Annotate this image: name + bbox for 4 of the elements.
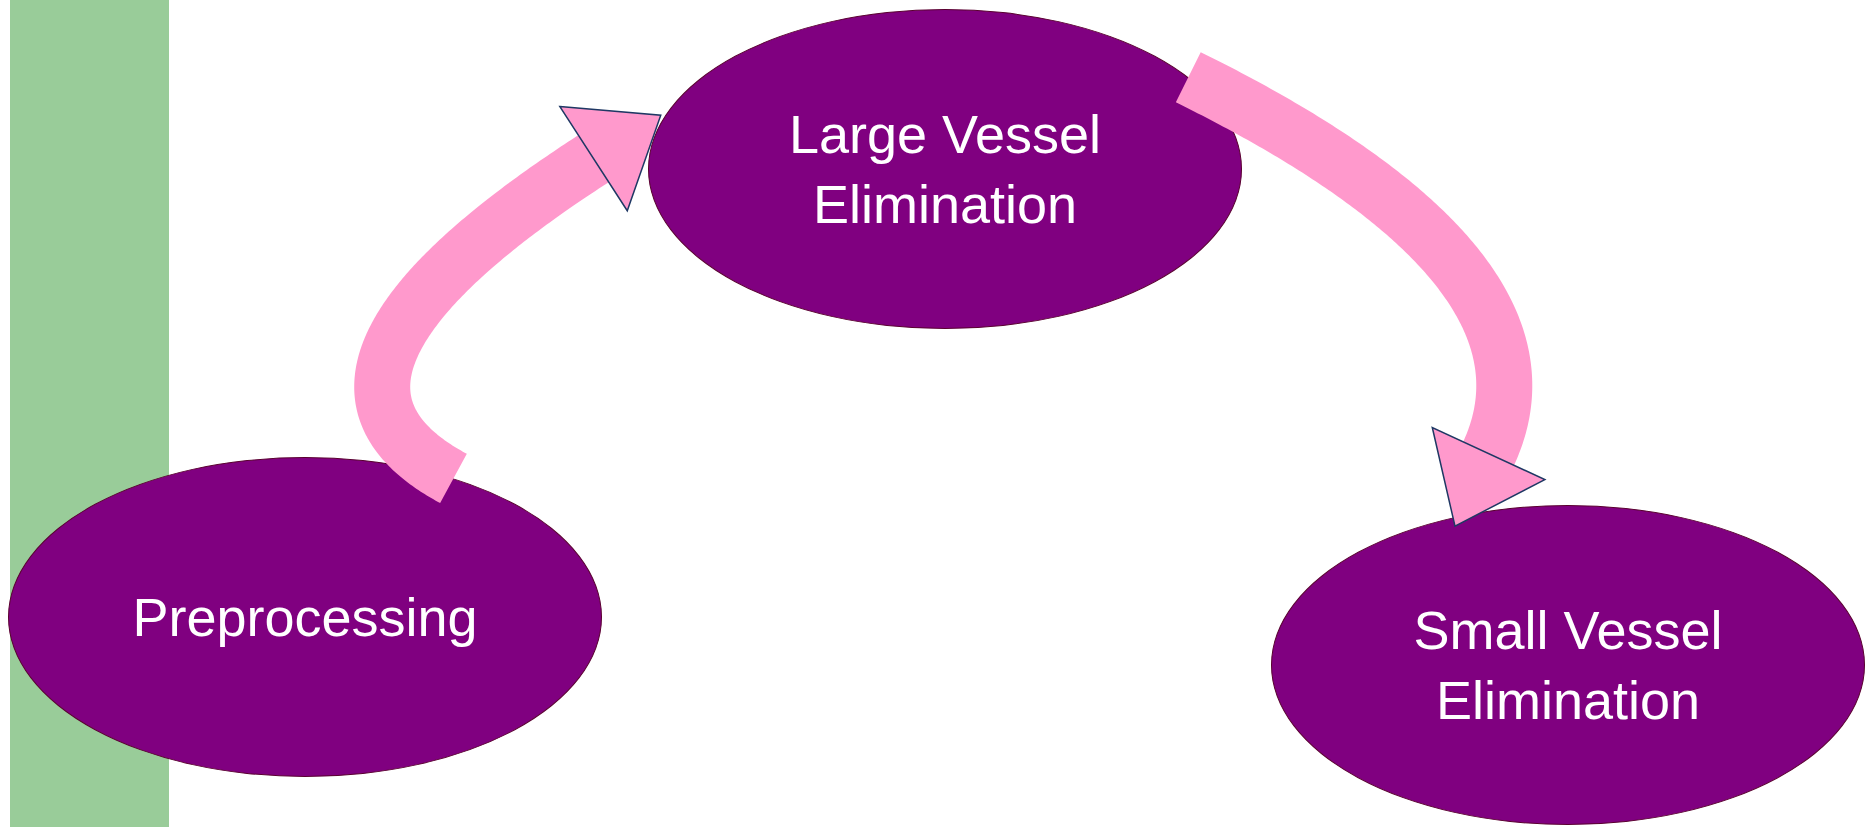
curved-arrow [354,105,662,506]
node-label: Large Vessel Elimination [787,102,1103,236]
node-label: Preprocessing [132,585,478,649]
node-label: Small Vessel Elimination [1412,598,1724,732]
